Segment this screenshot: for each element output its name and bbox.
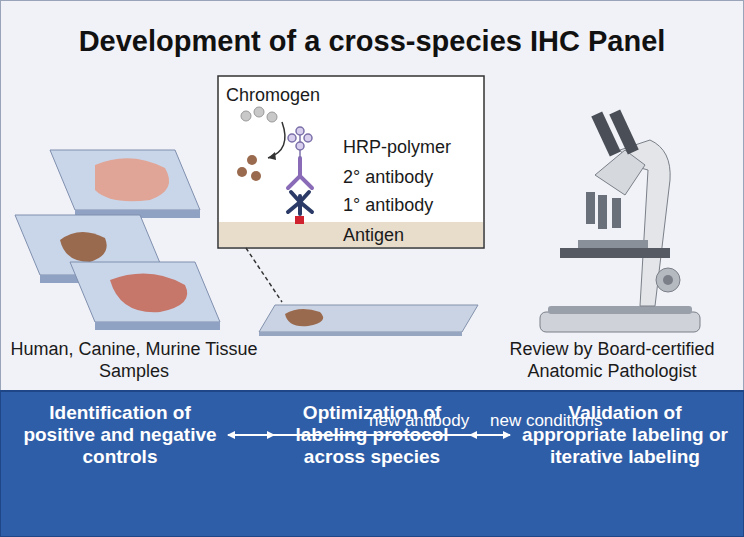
flow-arrow — [470, 434, 510, 436]
process-step: Validation of appropriate labeling or it… — [514, 400, 736, 470]
label-text: Human, Canine, Murine Tissue Samples — [8, 338, 260, 382]
edge-label: new conditions — [490, 411, 602, 431]
process-step: Identification of positive and negative … — [16, 400, 224, 470]
zoom-line — [246, 248, 282, 302]
process-band — [0, 391, 744, 537]
label-text: Chromogen — [226, 84, 336, 106]
label-text: 1° antibody — [343, 194, 479, 216]
process-step: Optimization of labeling protocol across… — [278, 400, 466, 470]
label-text: 2° antibody — [343, 166, 479, 188]
label-text: HRP-polymer — [343, 136, 479, 158]
edge-label: new antibody — [369, 411, 469, 431]
flow-arrow — [470, 434, 510, 436]
glass-slide — [259, 305, 478, 336]
microscope — [540, 110, 700, 332]
label-text: Antigen — [343, 224, 479, 246]
slide-stack — [15, 150, 220, 330]
diagram-title: Development of a cross-species IHC Panel — [0, 24, 744, 58]
step-text: Identification of positive and negative … — [18, 402, 222, 468]
ihc-inset — [218, 76, 484, 248]
label-text: Review by Board-certified Anatomic Patho… — [486, 338, 738, 382]
